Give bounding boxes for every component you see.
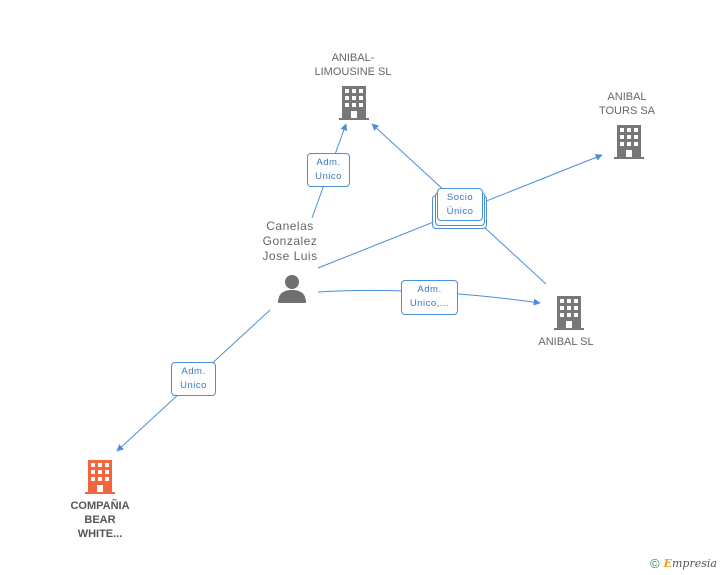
- edge-label-tours: Socio Único: [437, 188, 483, 221]
- person-icon[interactable]: [277, 273, 307, 303]
- node-label-person[interactable]: Canelas Gonzalez Jose Luis: [262, 219, 318, 263]
- building-icon[interactable]: [554, 296, 584, 330]
- node-label-anibal-tours[interactable]: ANIBAL TOURS SA: [598, 91, 656, 117]
- copyright-icon: ©: [650, 556, 660, 571]
- edge-label-limousine: Adm. Unico: [307, 153, 350, 187]
- building-icon[interactable]: [339, 86, 369, 120]
- building-icon[interactable]: [614, 125, 644, 159]
- node-label-anibal-limousine[interactable]: ANIBAL- LIMOUSINE SL: [314, 52, 392, 78]
- brand-logo: Empresia: [663, 557, 717, 570]
- node-label-anibal-sl[interactable]: ANIBAL SL: [538, 336, 594, 348]
- edge-label-bear-white: Adm. Unico: [171, 362, 216, 396]
- footer-brand: © Empresia: [650, 556, 717, 571]
- building-icon[interactable]: [85, 460, 115, 494]
- edge-label-anibal-sl: Adm. Unico,...: [401, 280, 458, 315]
- node-label-bear-white[interactable]: COMPAÑIA BEAR WHITE...: [70, 500, 130, 540]
